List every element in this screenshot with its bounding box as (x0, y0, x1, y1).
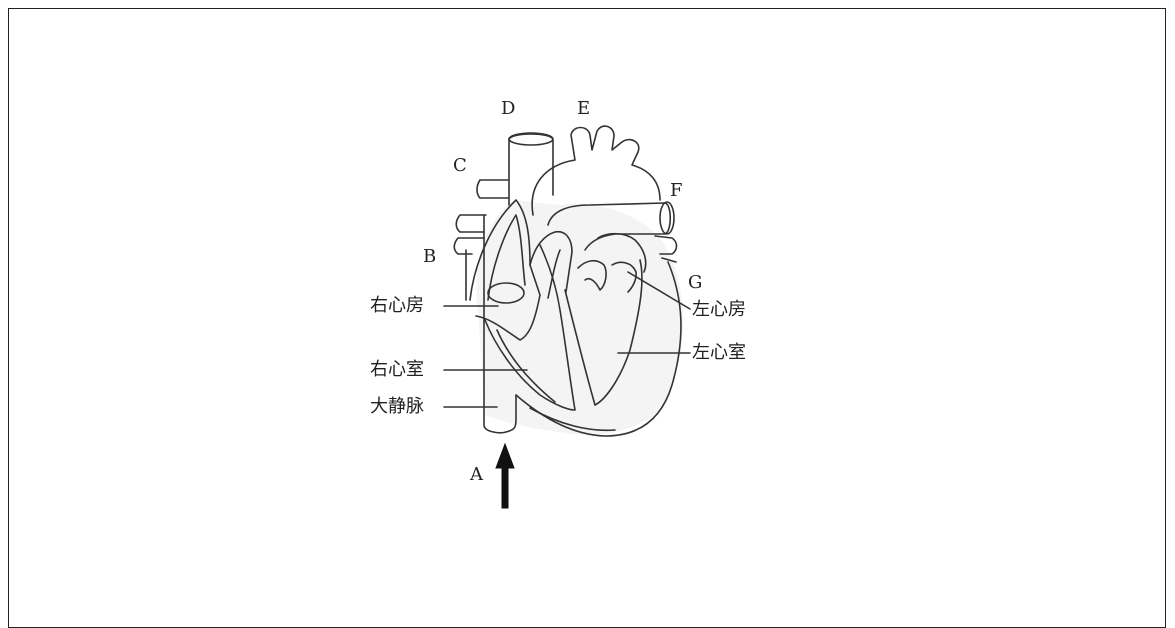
label-right-atrium: 右心房 (370, 297, 424, 315)
heart-diagram (0, 0, 1175, 610)
label-d: D (501, 100, 515, 118)
label-f: F (670, 182, 683, 200)
label-c: C (453, 157, 467, 175)
vessel-c (477, 180, 509, 198)
label-b: B (423, 248, 436, 266)
label-right-ventricle: 右心室 (370, 361, 424, 379)
label-g: G (688, 274, 702, 292)
aortic-arch (532, 126, 660, 215)
vessel-b-upper (456, 215, 486, 232)
heart-body-fill (476, 200, 683, 435)
label-vena-cava: 大静脉 (370, 398, 424, 416)
arrow-a (496, 444, 514, 508)
label-left-ventricle: 左心室 (692, 344, 746, 362)
label-a: A (470, 466, 483, 484)
vessel-b-lower (454, 238, 484, 254)
label-left-atrium: 左心房 (692, 301, 746, 319)
label-e: E (577, 100, 590, 118)
